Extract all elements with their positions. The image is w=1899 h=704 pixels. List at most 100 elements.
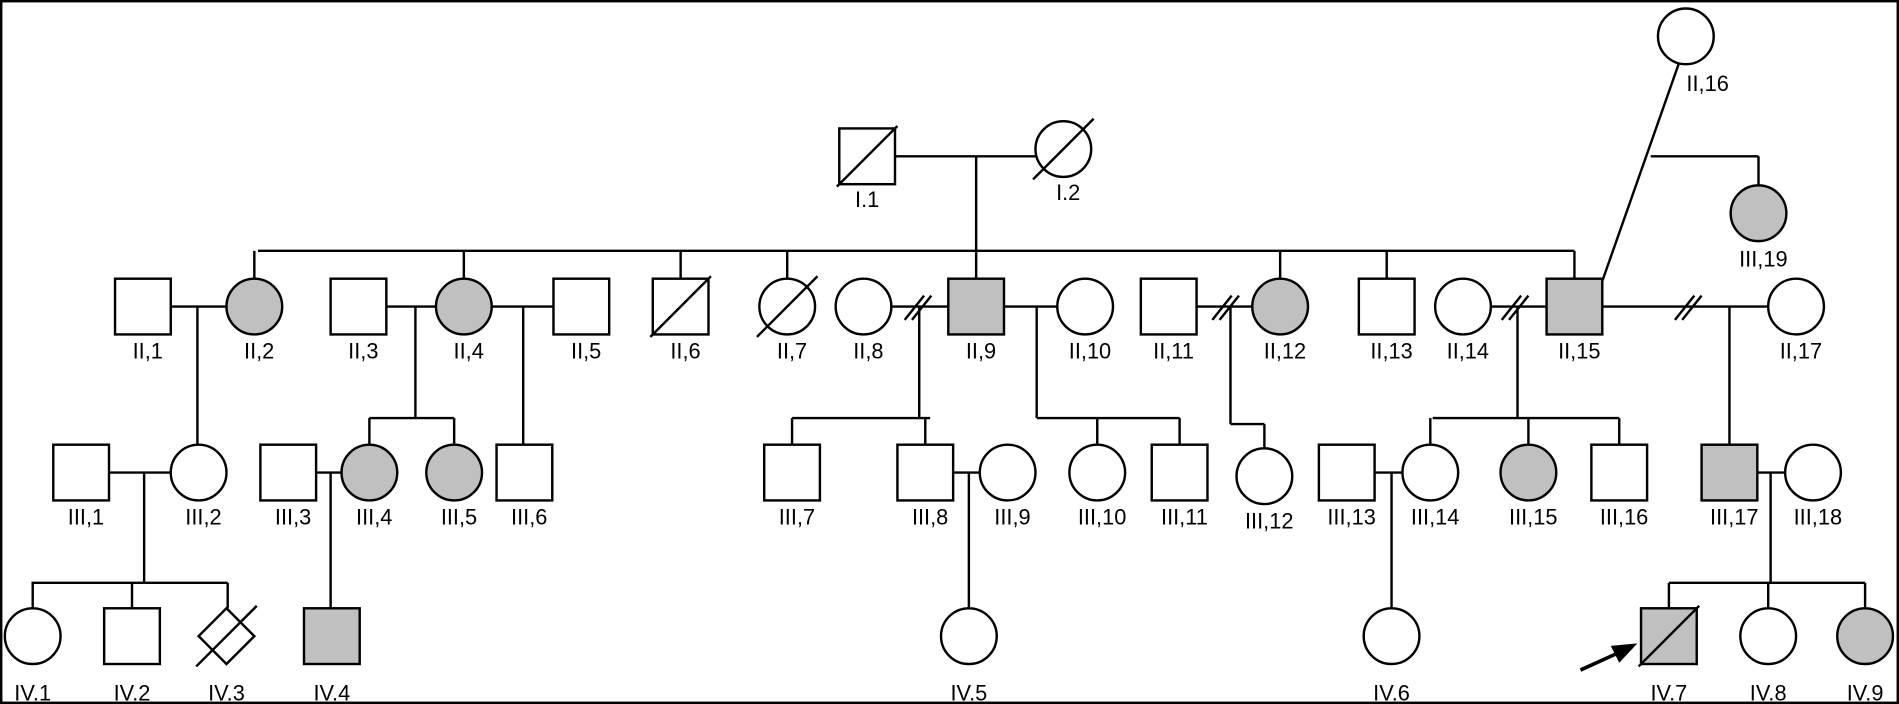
individual-label: II,16: [1686, 71, 1728, 96]
male-square-symbol: [1590, 443, 1649, 502]
female-circle-symbol: [1836, 607, 1895, 666]
individual-ii3: II,3: [329, 277, 388, 364]
male-square-symbol: [762, 443, 822, 502]
individual-iii6: III,6: [495, 443, 554, 530]
male-square-symbol: [1150, 443, 1209, 502]
male-square-symbol: [1545, 277, 1604, 336]
individual-ii6: II,6: [649, 275, 712, 364]
individual-iv1: IV.1: [3, 607, 62, 704]
individual-iii14: III,14: [1401, 443, 1460, 530]
male-square-symbol: [259, 443, 318, 502]
female-circle-symbol: [1499, 443, 1558, 502]
individual-iii18: III,18: [1783, 443, 1843, 530]
female-circle-symbol: [1433, 277, 1493, 336]
individual-label: II,8: [853, 339, 883, 364]
individual-label: III,8: [912, 505, 948, 530]
individual-label: II,5: [571, 339, 601, 364]
individual-ii12: II,12: [1251, 277, 1310, 364]
individual-label: III,6: [511, 505, 547, 530]
individual-label: II,11: [1153, 339, 1194, 364]
male-square-symbol: [102, 607, 162, 666]
male-square-symbol: [1700, 443, 1759, 502]
individual-iii2: III,2: [169, 443, 228, 530]
individual-i2: I.2: [1032, 117, 1095, 205]
individual-iii4: III,4: [340, 443, 399, 530]
relationship-line: [911, 294, 933, 321]
individual-label: III,15: [1509, 505, 1557, 530]
male-square-symbol: [52, 443, 111, 502]
individual-ii13: II,13: [1357, 277, 1416, 364]
relationship-line: [1500, 294, 1523, 321]
individual-label: II,4: [454, 339, 484, 364]
individual-label: III,17: [1710, 505, 1758, 530]
deceased-slash-icon: [195, 604, 258, 668]
individual-iii15: III,15: [1499, 443, 1558, 530]
female-circle-symbol: [834, 277, 893, 336]
female-circle-symbol: [1362, 607, 1421, 666]
individual-iii8: III,8: [896, 443, 955, 530]
individual-iii5: III,5: [425, 443, 484, 530]
individual-label: III,12: [1245, 508, 1293, 533]
female-circle-symbol: [225, 277, 284, 336]
proband-arrow: [1579, 643, 1638, 672]
individual-ii7: II,7: [756, 275, 819, 364]
deceased-slash-icon: [1032, 117, 1095, 181]
individual-label: II,17: [1780, 339, 1822, 364]
male-square-symbol: [302, 607, 361, 666]
individual-ii8: II,8: [834, 277, 893, 364]
individual-ii15: II,15: [1545, 277, 1604, 364]
individual-label: IV.8: [1750, 680, 1787, 704]
individual-label: III,16: [1600, 505, 1648, 530]
individual-label: III,5: [441, 505, 477, 530]
individual-label: II,13: [1370, 339, 1412, 364]
deceased-slash-icon: [1637, 604, 1701, 668]
individual-label: II,6: [670, 339, 700, 364]
individual-iii1: III,1: [52, 443, 111, 530]
female-circle-symbol: [1766, 277, 1826, 336]
male-square-symbol: [1317, 443, 1376, 502]
female-circle-symbol: [425, 443, 484, 502]
individual-label: IV.4: [313, 680, 350, 704]
individual-label: III,9: [994, 505, 1030, 530]
female-circle-symbol: [1401, 443, 1460, 502]
individual-iii3: III,3: [259, 443, 318, 530]
individual-iv4: IV.4: [302, 607, 361, 704]
individual-iv8: IV.8: [1739, 607, 1798, 704]
individual-label: II,14: [1447, 339, 1489, 364]
individual-ii9: II,9: [947, 277, 1006, 364]
individual-ii16: II,16: [1656, 7, 1729, 96]
individual-label: II,1: [133, 339, 163, 364]
individual-iii12: III,12: [1235, 447, 1293, 533]
deceased-slash-icon: [756, 275, 819, 338]
individual-ii1: II,1: [113, 277, 172, 364]
individual-label: III,19: [1739, 247, 1787, 272]
individual-iii13: III,13: [1317, 443, 1376, 530]
female-circle-symbol: [1056, 277, 1115, 336]
pedigree-lines: [31, 63, 1867, 609]
individual-label: II,9: [966, 339, 996, 364]
individual-iii16: III,16: [1590, 443, 1649, 530]
individual-label: III,11: [1161, 505, 1208, 530]
individual-ii10: II,10: [1056, 277, 1115, 364]
individual-label: III,14: [1411, 505, 1459, 530]
individual-iii7: III,7: [762, 443, 822, 530]
individual-label: IV.3: [208, 680, 245, 704]
individual-label: II,12: [1264, 339, 1306, 364]
female-circle-symbol: [1068, 443, 1127, 502]
individual-ii5: II,5: [552, 277, 611, 364]
deceased-slash-icon: [649, 275, 712, 338]
individual-iii11: III,11: [1150, 443, 1209, 530]
individual-iv9: IV.9: [1836, 607, 1895, 704]
female-circle-symbol: [1783, 443, 1843, 502]
individual-label: III,10: [1078, 505, 1126, 530]
relationship-line: [1211, 294, 1233, 321]
individual-ii2: II,2: [225, 277, 284, 364]
relationship-line: [1681, 294, 1703, 321]
female-circle-symbol: [1729, 184, 1788, 243]
individual-label: I.2: [1056, 180, 1080, 205]
individual-label: II,2: [244, 339, 274, 364]
relationship-line: [1508, 294, 1530, 321]
